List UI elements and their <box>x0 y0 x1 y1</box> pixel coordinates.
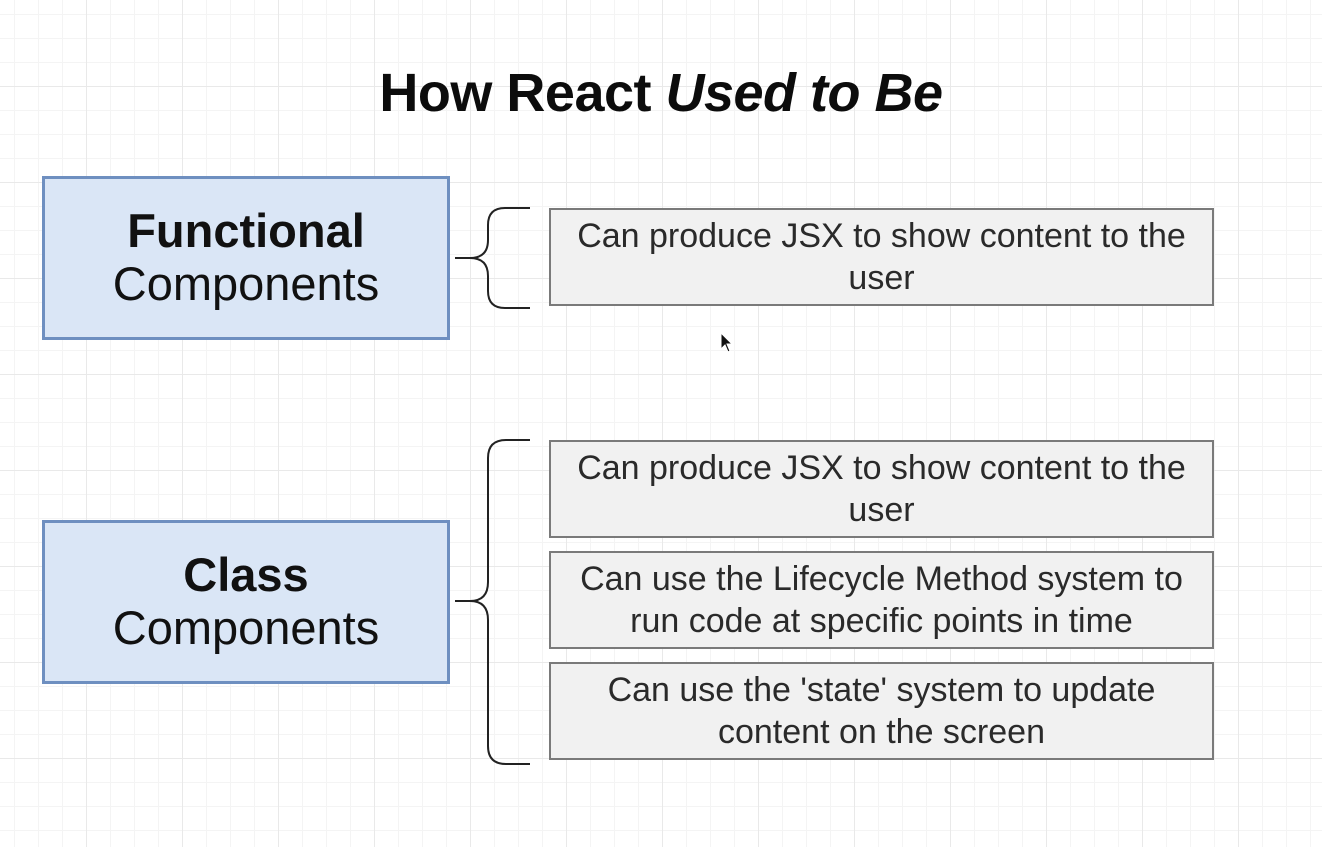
mouse-cursor-icon <box>720 332 734 353</box>
class-components-box: Class Components <box>42 520 450 684</box>
title-main: How React <box>379 63 666 123</box>
functional-components-label-bold: Functional <box>127 204 365 258</box>
class-feature-state: Can use the 'state' system to update con… <box>549 662 1214 760</box>
class-feature-lifecycle: Can use the Lifecycle Method system to r… <box>549 551 1214 649</box>
class-components-label: Components <box>112 601 380 654</box>
functional-components-box: Functional Components <box>42 176 450 340</box>
class-components-label-bold: Class <box>183 548 309 602</box>
functional-components-label: Components <box>112 257 380 310</box>
functional-brace <box>455 207 530 309</box>
title-emphasis: Used to Be <box>665 63 944 123</box>
functional-feature-jsx: Can produce JSX to show content to the u… <box>549 208 1214 306</box>
class-feature-jsx: Can produce JSX to show content to the u… <box>549 440 1214 538</box>
class-brace <box>455 439 530 765</box>
page-title: How React Used to Be <box>0 62 1322 124</box>
